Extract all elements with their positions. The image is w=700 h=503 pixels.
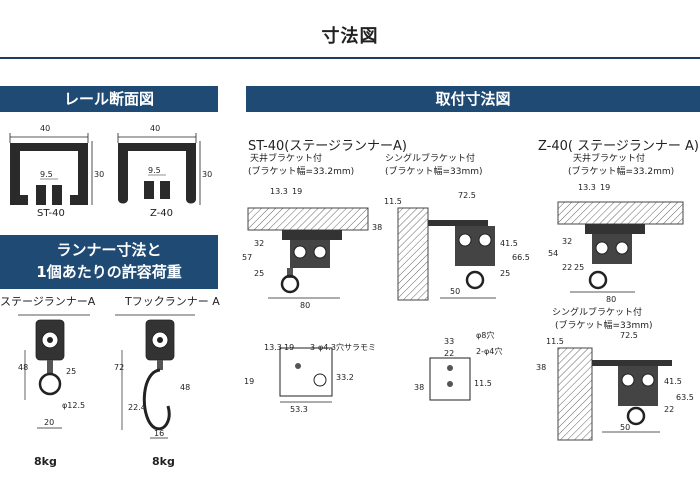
st40-c-25: 25 [254,269,264,278]
st40-s-415: 41.5 [500,239,518,248]
runner-stage-25: 25 [66,367,76,376]
page-title: 寸法図 [321,26,379,47]
z40-c-19: 19 [600,183,610,192]
runner-drawings: 48 25 φ12.5 20 72 48 22.4 16 [18,314,195,439]
z40-c-80: 80 [606,295,616,304]
z40-heading: Z-40( ステージランナー A) [538,139,699,154]
st40-s-38: 38 [372,223,382,232]
rail-section-drawings: 40 40 30 30 9.5 9.5 [9,124,212,205]
st40-s-115: 11.5 [384,197,402,206]
st40-c-133: 13.3 [270,187,288,196]
st40-ceiling-title: 天井ブラケット付 [250,154,323,164]
z40-c-133: 13.3 [578,183,596,192]
bracket-b-33: 33 [444,337,454,346]
st40-c-80: 80 [300,301,310,310]
bracket-b-phi4: 2-φ4穴 [476,346,502,356]
bracket-a-533: 53.3 [290,405,308,414]
rail-z-label: Z-40 [150,208,174,219]
st40-heading: ST-40(ステージランナーA) [248,139,408,154]
z40-s-38: 38 [536,363,546,372]
z40-s-635: 63.5 [676,393,694,402]
st40-s-725: 72.5 [458,191,476,200]
runner-stage-label: ステージランナーA [0,295,96,308]
section-runner-line1: ランナー寸法と [56,241,162,259]
section-mount: 取付寸法図 [246,86,700,112]
title-rule [0,57,700,59]
rail-z-slot: 9.5 [148,166,161,175]
bracket-a-133: 13.3 [264,343,282,352]
z40-s-115: 11.5 [546,337,564,346]
z40-single-title: シングルブラケット付 [552,308,643,318]
runner-hook-weight: 8kg [152,455,175,468]
rail-z-height: 30 [202,170,212,179]
st40-s-25: 25 [500,269,510,278]
runner-hook-224: 22.4 [128,403,146,412]
st40-single-sub: (ブラケット幅=33mm) [385,167,483,177]
rail-st-width: 40 [40,124,50,133]
bracket-b-38: 38 [414,383,424,392]
z40-s-50: 50 [620,423,630,432]
z40-single-sub: (ブラケット幅=33mm) [555,321,653,331]
section-runner: ランナー寸法と 1個あたりの許容荷重 [0,235,218,289]
bracket-a-phi43: 3-φ4.3穴サラモミ [310,342,376,352]
z40-s-22: 22 [664,405,674,414]
runner-stage-20: 20 [44,418,54,427]
z40-c-32: 32 [562,237,572,246]
st40-s-50: 50 [450,287,460,296]
st40-s-665: 66.5 [512,253,530,262]
z40-c-25: 25 [574,263,584,272]
section-runner-line2: 1個あたりの許容荷重 [36,263,182,281]
z40-s-415: 41.5 [664,377,682,386]
bracket-a-332: 33.2 [336,373,354,382]
bracket-a-19v: 19 [244,377,254,386]
bracket-b-22: 22 [444,349,454,358]
mount-drawings: 13.3 19 57 32 25 80 11.5 72.5 38 41.5 66… [242,183,694,441]
st40-c-19: 19 [292,187,302,196]
bracket-b-115: 11.5 [474,379,492,388]
z40-ceiling-title: 天井ブラケット付 [573,154,646,164]
st40-c-57: 57 [242,253,252,262]
runner-stage-48: 48 [18,363,28,372]
st40-ceiling-sub: (ブラケット幅=33.2mm) [248,167,355,177]
st40-c-32: 32 [254,239,264,248]
runner-hook-16: 16 [154,429,164,438]
bracket-b-phi8: φ8穴 [476,330,494,340]
z40-s-725: 72.5 [620,331,638,340]
runner-stage-weight: 8kg [34,455,57,468]
section-rail: レール断面図 [0,86,218,112]
z40-ceiling-sub: (ブラケット幅=33.2mm) [568,167,675,177]
st40-single-title: シングルブラケット付 [385,154,476,164]
runner-hook-label: Tフックランナー A [125,295,220,308]
runner-hook-72: 72 [114,363,124,372]
z40-c-54: 54 [548,249,558,258]
rail-st-slot: 9.5 [40,170,53,179]
runner-stage-phi: φ12.5 [62,401,85,410]
rail-z-width: 40 [150,124,160,133]
bracket-a-19: 19 [284,343,294,352]
runner-hook-48: 48 [180,383,190,392]
z40-c-22: 22 [562,263,572,272]
rail-st-height: 30 [94,170,104,179]
rail-st-label: ST-40 [37,208,65,219]
